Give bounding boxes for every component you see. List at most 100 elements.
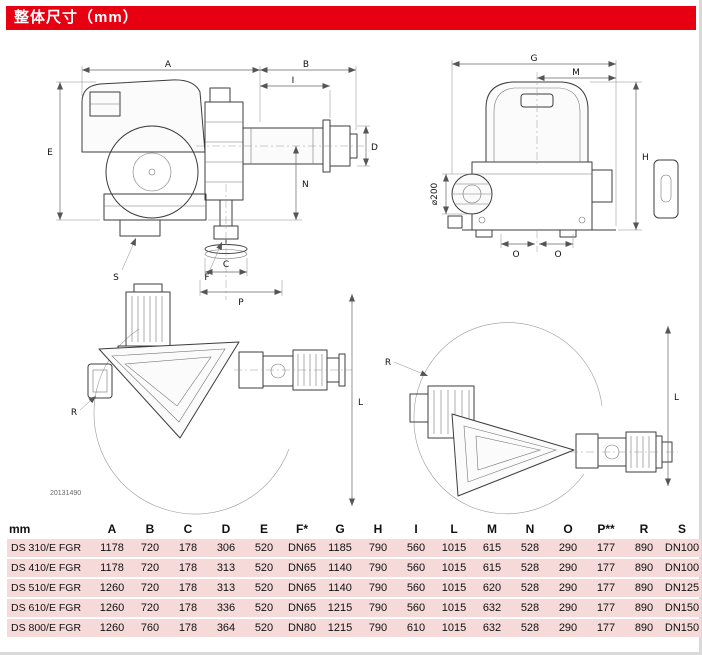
page-title-bar: 整体尺寸（mm） — [6, 6, 696, 30]
dim-label-a: A — [165, 60, 172, 70]
value-cell: 720 — [131, 579, 169, 597]
dim-label-phi200: ⌀200 — [430, 182, 440, 205]
value-cell: 528 — [511, 619, 549, 637]
column-header-l: L — [450, 522, 458, 536]
value-cell: 364 — [207, 619, 245, 637]
value-cell: 720 — [131, 539, 169, 557]
value-cell: 560 — [397, 559, 435, 577]
dim-label-r-right: R — [385, 358, 391, 368]
dim-label-n: N — [302, 180, 309, 190]
column-header-m: M — [487, 522, 497, 536]
value-cell: 178 — [169, 559, 207, 577]
value-cell: 615 — [473, 539, 511, 557]
column-header-mm: mm — [9, 522, 31, 536]
value-cell: DN150 — [663, 619, 701, 637]
dim-label-r-left: R — [71, 408, 77, 418]
value-cell: 520 — [245, 579, 283, 597]
value-cell: 790 — [359, 599, 397, 617]
column-header-e: E — [259, 522, 268, 536]
dim-label-b: B — [303, 60, 309, 70]
model-cell: DS 410/E FGR — [7, 559, 93, 577]
value-cell: 528 — [511, 599, 549, 617]
value-cell: 560 — [397, 579, 435, 597]
value-cell: 520 — [245, 539, 283, 557]
value-cell: 290 — [549, 539, 587, 557]
dim-label-f: F — [204, 273, 209, 283]
value-cell: 178 — [169, 619, 207, 637]
value-cell: 1215 — [321, 619, 359, 637]
value-cell: 1015 — [435, 579, 473, 597]
value-cell: 1015 — [435, 539, 473, 557]
value-cell: 790 — [359, 559, 397, 577]
value-cell: 1140 — [321, 579, 359, 597]
value-cell: 336 — [207, 599, 245, 617]
column-header-g: G — [335, 522, 345, 536]
value-cell: 720 — [131, 599, 169, 617]
value-cell: 1178 — [93, 539, 131, 557]
column-header-f: F* — [296, 522, 308, 536]
value-cell: 720 — [131, 559, 169, 577]
value-cell: DN125 — [663, 579, 701, 597]
value-cell: 560 — [397, 599, 435, 617]
value-cell: 520 — [245, 619, 283, 637]
value-cell: 1260 — [93, 619, 131, 637]
value-cell: 313 — [207, 579, 245, 597]
value-cell: 178 — [169, 539, 207, 557]
value-cell: 178 — [169, 599, 207, 617]
model-cell: DS 310/E FGR — [7, 539, 93, 557]
dim-label-s: S — [113, 273, 119, 283]
value-cell: 632 — [473, 619, 511, 637]
value-cell: 760 — [131, 619, 169, 637]
dim-label-p: P — [238, 298, 244, 308]
column-header-p: P** — [597, 522, 615, 536]
value-cell: 1185 — [321, 539, 359, 557]
column-header-n: N — [525, 522, 535, 536]
view-plan-right: R L — [385, 322, 679, 515]
value-cell: DN65 — [283, 539, 321, 557]
part-number: 20131490 — [50, 490, 81, 497]
value-cell: DN100 — [663, 539, 701, 557]
dim-label-l-right: L — [674, 393, 679, 403]
value-cell: 1178 — [93, 559, 131, 577]
value-cell: 177 — [587, 599, 625, 617]
value-cell: 890 — [625, 579, 663, 597]
value-cell: 520 — [245, 599, 283, 617]
value-cell: 177 — [587, 619, 625, 637]
value-cell: 520 — [245, 559, 283, 577]
value-cell: 1015 — [435, 619, 473, 637]
column-header-o: O — [563, 522, 573, 536]
value-cell: DN65 — [283, 579, 321, 597]
value-cell: 528 — [511, 579, 549, 597]
dim-label-o-right: O — [554, 250, 561, 260]
value-cell: DN65 — [283, 559, 321, 577]
dim-label-d: D — [371, 143, 378, 153]
value-cell: 890 — [625, 539, 663, 557]
column-header-b: B — [145, 522, 155, 536]
dim-label-e: E — [47, 148, 53, 158]
value-cell: 632 — [473, 599, 511, 617]
value-cell: 528 — [511, 559, 549, 577]
view-rear: G M H ⌀200 O O — [430, 54, 679, 260]
value-cell: 890 — [625, 619, 663, 637]
value-cell: 615 — [473, 559, 511, 577]
value-cell: 290 — [549, 619, 587, 637]
model-cell: DS 800/E FGR — [7, 619, 93, 637]
value-cell: DN65 — [283, 599, 321, 617]
value-cell: 177 — [587, 539, 625, 557]
value-cell: 313 — [207, 559, 245, 577]
model-cell: DS 510/E FGR — [7, 579, 93, 597]
column-header-a: A — [107, 522, 117, 536]
value-cell: 1015 — [435, 599, 473, 617]
value-cell: 177 — [587, 559, 625, 577]
value-cell: 290 — [549, 599, 587, 617]
value-cell: 610 — [397, 619, 435, 637]
column-header-r: R — [639, 522, 649, 536]
page-title: 整体尺寸（mm） — [14, 9, 139, 26]
dim-label-h: H — [642, 153, 649, 163]
